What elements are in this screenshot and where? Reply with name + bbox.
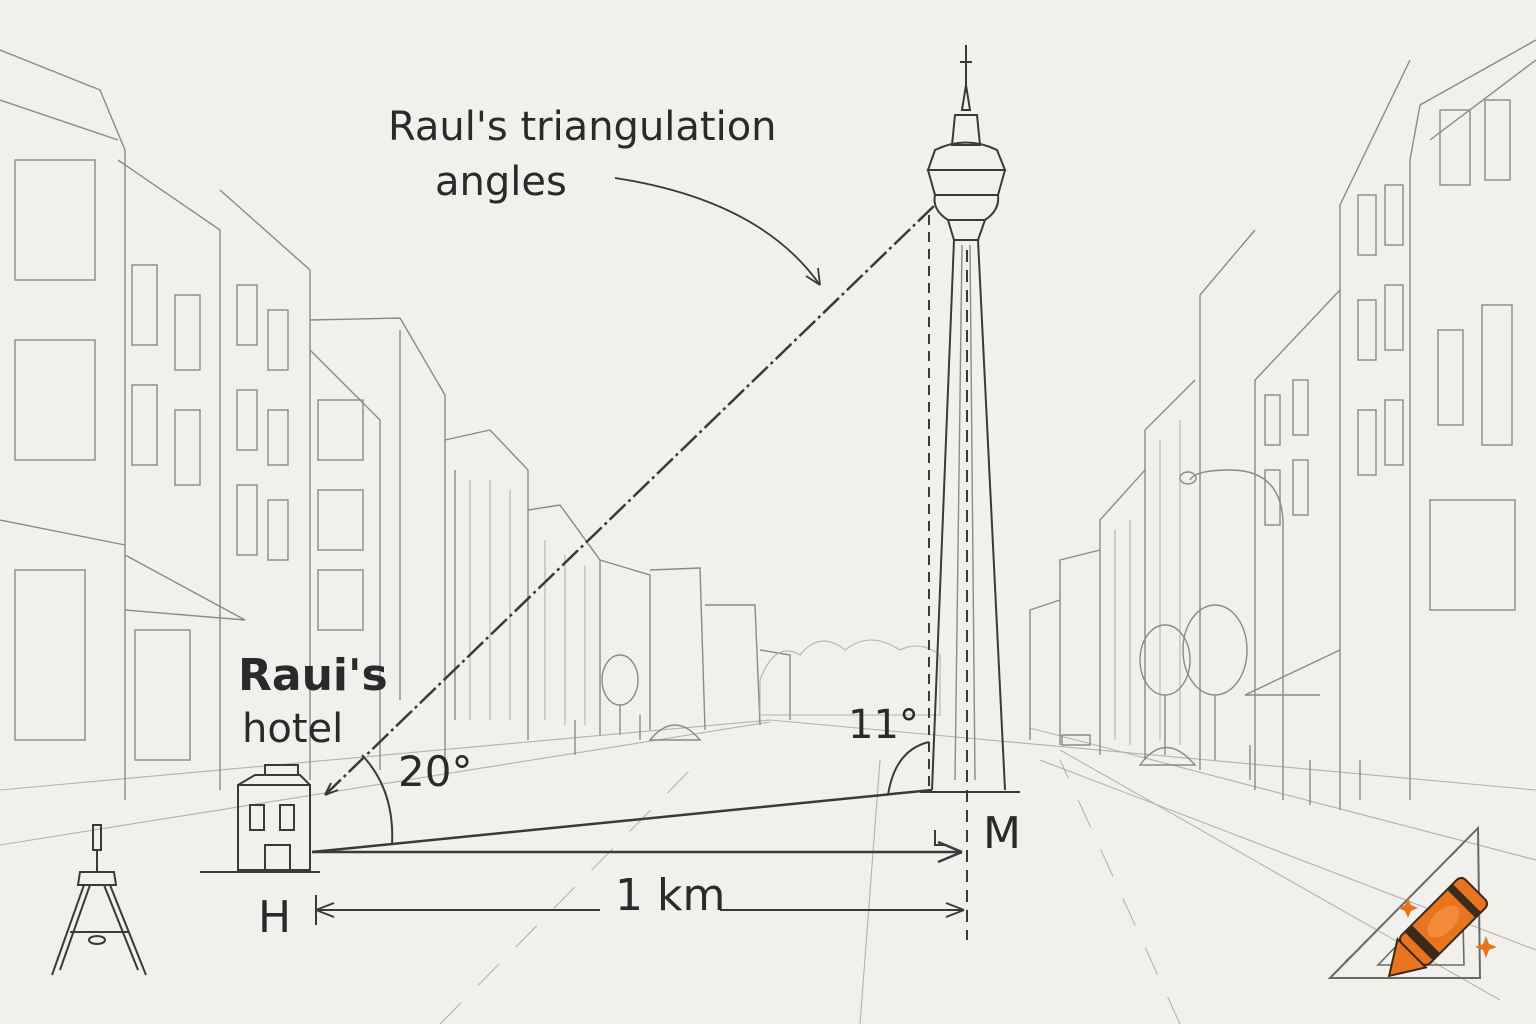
hotel-label-line1: Raui's — [238, 650, 388, 701]
hotel-building — [200, 764, 320, 873]
distance-label: 1 km — [615, 870, 725, 921]
compass-icon — [51, 824, 147, 976]
sparkle-icon — [1398, 898, 1418, 918]
angle-arc-hotel — [361, 754, 394, 846]
angle-label-hotel: 20° — [398, 747, 472, 796]
sight-line — [324, 204, 936, 796]
left-buildings — [0, 49, 791, 800]
annotation-line2: angles — [435, 159, 567, 205]
triangulation — [311, 177, 968, 940]
sparkle-icon — [1475, 936, 1497, 958]
right-buildings — [1029, 39, 1536, 810]
point-label-m: M — [983, 808, 1021, 859]
base-line — [311, 788, 933, 854]
angle-arc-tower — [887, 741, 930, 796]
hotel-label-line2: hotel — [242, 706, 343, 752]
tower — [920, 45, 1020, 793]
tree-line — [759, 639, 941, 716]
street-background — [0, 719, 1536, 1024]
angle-label-tower: 11° — [848, 702, 919, 748]
crayon-icon — [1387, 876, 1489, 978]
point-label-h: H — [258, 892, 291, 943]
annotation-line1: Raul's triangulation — [388, 104, 777, 150]
annotation-arrow — [614, 177, 821, 286]
